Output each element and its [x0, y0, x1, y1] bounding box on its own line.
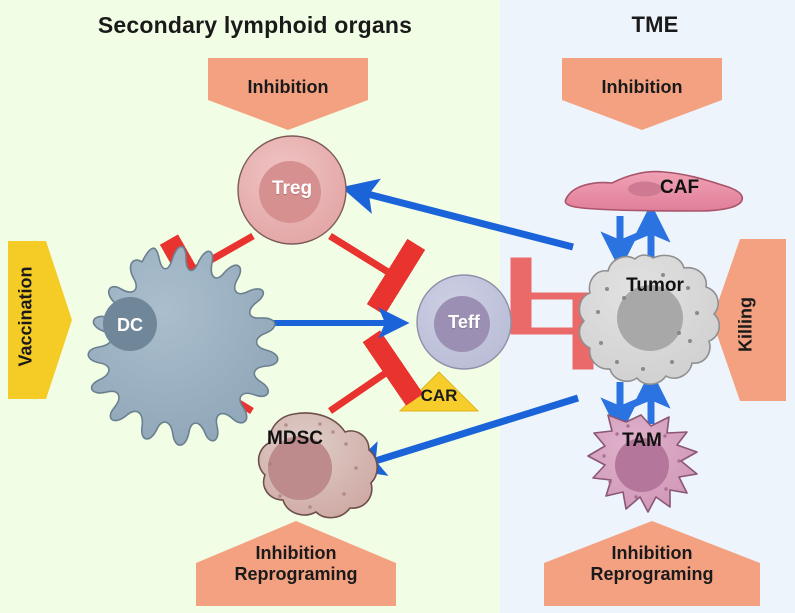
teff-nucleus: [434, 296, 490, 352]
cell-caf[interactable]: [564, 170, 744, 212]
banner-reprograming-left: [196, 521, 396, 606]
tam-granules: [602, 424, 681, 499]
edge-tumor-activates-treg: [341, 178, 574, 251]
cell-dc[interactable]: [87, 245, 279, 446]
tumor-nucleus: [617, 285, 683, 351]
dc-nucleus: [103, 297, 157, 351]
banner-inhibition-right: [562, 58, 722, 130]
edge-treg-inhibits-teff: [328, 233, 426, 316]
edge-tumor-activates-mdsc: [348, 394, 580, 476]
cell-mdsc[interactable]: [257, 412, 378, 519]
tam-nucleus: [615, 438, 669, 492]
banner-reprograming-right: [544, 521, 760, 606]
caf-nucleus: [628, 181, 662, 197]
tumor-granules: [596, 273, 699, 371]
cell-tam[interactable]: [587, 414, 698, 513]
banner-inhibition-left: [208, 58, 368, 130]
mdsc-nucleus: [268, 436, 332, 500]
page-title-right: TME: [631, 12, 679, 37]
cell-tumor[interactable]: [578, 254, 721, 385]
cell-treg[interactable]: [237, 135, 347, 245]
cell-teff[interactable]: [416, 274, 512, 370]
banner-car-triangle: [398, 371, 480, 412]
treg-nucleus: [259, 161, 321, 223]
banner-killing: [712, 239, 786, 401]
banner-vaccination: [8, 241, 72, 399]
page-title-left: Secondary lymphoid organs: [97, 12, 413, 38]
mdsc-granules: [268, 422, 358, 509]
edge-mdsc-inhibits-teff: [328, 330, 424, 414]
